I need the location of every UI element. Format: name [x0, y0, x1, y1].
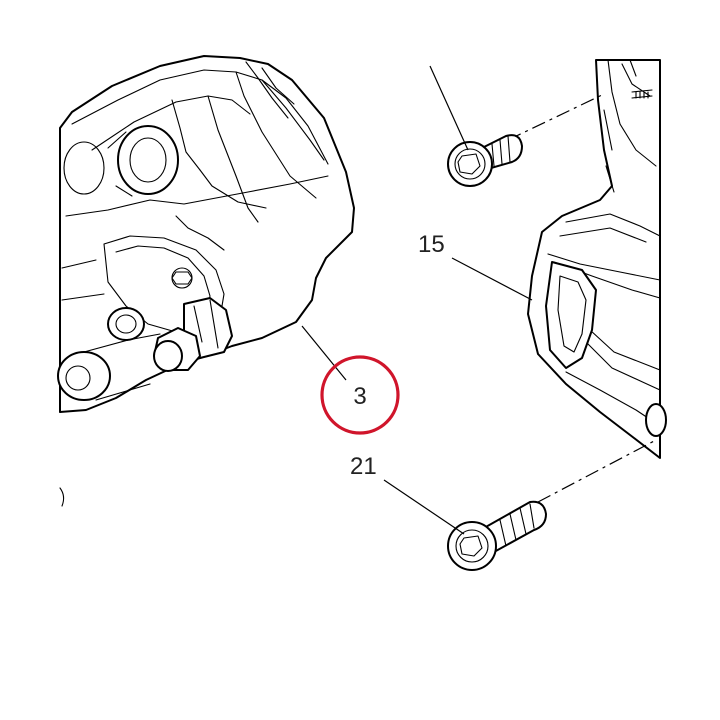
leader-line-15 [451, 257, 533, 301]
callout-3-number: 3 [353, 383, 366, 410]
leader-line-upper-bolt [429, 65, 469, 151]
leader-line-3 [301, 325, 347, 381]
bracket-part-15 [527, 59, 667, 459]
lower-bolt-part-21 [447, 439, 657, 571]
leader-line-21 [383, 479, 465, 535]
callout-3-highlight-circle [320, 355, 400, 435]
leader-lines [301, 65, 533, 535]
callout-15-number: 15 [418, 231, 445, 258]
housing-part-3 [57, 55, 355, 507]
upper-bolt [447, 93, 605, 187]
callout-21-number: 21 [350, 453, 377, 480]
